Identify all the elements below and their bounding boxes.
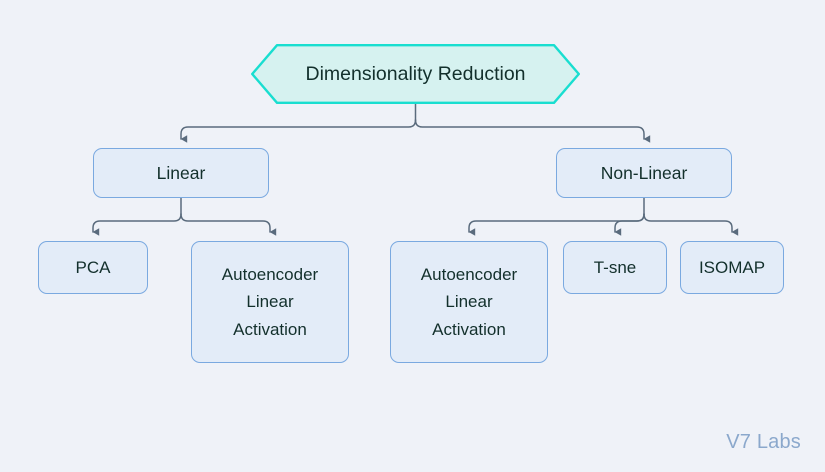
edge-root-to-nonlinear <box>414 119 651 143</box>
node-label: Non-Linear <box>600 162 688 183</box>
hexagon-shape <box>251 44 580 104</box>
edge-linear-to-ae-linear <box>180 213 277 236</box>
node-t-sne[interactable]: T-sne <box>563 241 667 294</box>
node-label: Linear <box>156 162 206 183</box>
edge-root-to-linear <box>180 119 417 143</box>
node-autoencoder-linear-activation-linear[interactable]: Autoencoder Linear Activation <box>191 241 349 363</box>
node-autoencoder-linear-activation-non-linear[interactable]: Autoencoder Linear Activation <box>390 241 548 363</box>
node-label: T-sne <box>593 257 637 277</box>
node-label: Autoencoder Linear Activation <box>420 264 518 339</box>
node-non-linear[interactable]: Non-Linear <box>556 148 732 198</box>
watermark-v7-labs: V7 Labs <box>726 431 801 453</box>
edge-nonlinear-to-ae <box>468 213 645 236</box>
node-label: Autoencoder Linear Activation <box>221 264 319 339</box>
node-label: ISOMAP <box>698 257 766 277</box>
node-linear[interactable]: Linear <box>93 148 269 198</box>
edge-nonlinear-to-isomap <box>643 213 739 236</box>
node-pca[interactable]: PCA <box>38 241 148 294</box>
node-dimensionality-reduction[interactable]: Dimensionality Reduction <box>251 44 580 104</box>
node-label: PCA <box>75 257 111 277</box>
edge-nonlinear-to-tsne <box>614 213 645 236</box>
edge-linear-to-pca <box>92 213 182 236</box>
node-isomap[interactable]: ISOMAP <box>680 241 784 294</box>
node-label: Dimensionality Reduction <box>305 62 526 85</box>
